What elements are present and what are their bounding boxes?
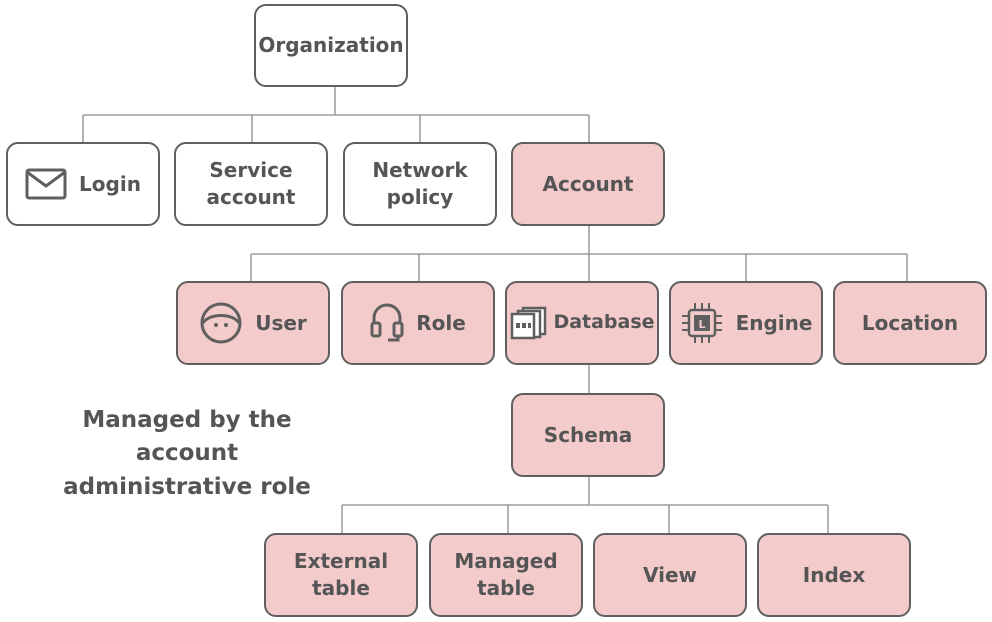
node-label: Login [79,171,141,196]
annotation-caption: Managed by the account administrative ro… [63,407,311,500]
node-schema: Schema [511,393,665,477]
node-label: Engine [735,310,813,335]
node-role: Role [341,281,495,365]
node-index: Index [757,533,911,617]
node-label: Account [542,171,634,196]
node-label: Service account [206,158,296,209]
node-label: Role [416,310,466,335]
node-location: Location [833,281,987,365]
node-label: Managed table [454,549,558,600]
node-database: Database [505,281,659,365]
user-face-icon [199,301,243,345]
node-label: Network policy [372,158,468,209]
node-label: User [255,310,307,335]
node-service-account: Service account [174,142,328,226]
node-engine: L Engine [669,281,823,365]
node-organization: Organization [254,4,408,87]
node-external-table: External table [264,533,418,617]
chip-letter: L [698,318,705,331]
node-account: Account [511,142,665,226]
headset-icon [370,302,404,344]
node-label: External table [293,549,389,600]
node-label: Database [553,311,655,334]
chip-icon: L [680,301,724,345]
envelope-icon [25,168,67,200]
node-label: Location [861,310,959,335]
node-network-policy: Network policy [343,142,497,226]
node-managed-table: Managed table [429,533,583,617]
node-user: User [176,281,330,365]
node-label: Organization [258,33,404,57]
node-view: View [593,533,747,617]
node-label: Index [802,562,866,587]
node-label: View [642,562,698,587]
node-label: Schema [543,422,633,447]
node-login: Login [6,142,160,226]
database-stack-icon [509,306,549,340]
